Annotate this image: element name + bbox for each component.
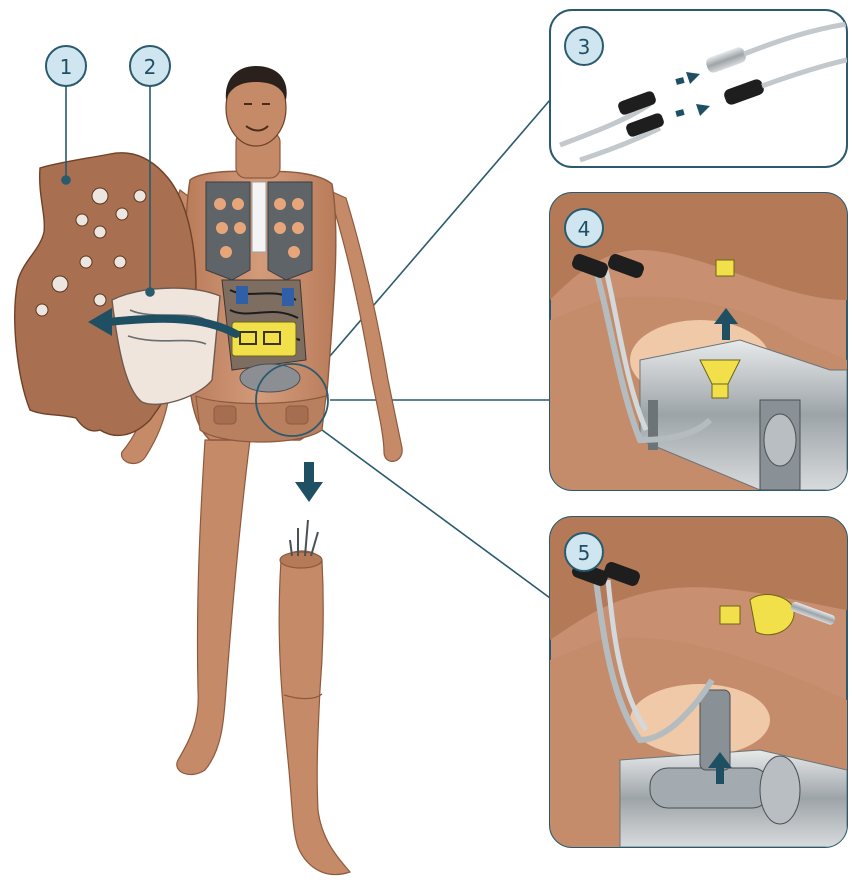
left-leg bbox=[177, 440, 250, 775]
callout-3-label: 3 bbox=[578, 35, 591, 59]
detail-panel-4: 4 bbox=[550, 193, 847, 490]
callout-3: 3 bbox=[565, 27, 603, 65]
callout-5: 5 bbox=[565, 533, 603, 571]
callout-1-label: 1 bbox=[60, 55, 73, 79]
callout-2: 2 bbox=[130, 46, 170, 86]
callout-4: 4 bbox=[565, 209, 603, 247]
callout-5-label: 5 bbox=[578, 541, 591, 565]
callout-4-label: 4 bbox=[578, 217, 591, 241]
detail-panel-3: 3 bbox=[550, 10, 847, 167]
detail-panel-5: 5 bbox=[550, 517, 847, 847]
callout-2-label: 2 bbox=[144, 55, 157, 79]
callout-1: 1 bbox=[46, 46, 86, 86]
leader-lines bbox=[318, 100, 550, 598]
right-arm bbox=[328, 190, 402, 461]
detached-right-leg bbox=[279, 520, 350, 874]
arrow-down-icon bbox=[295, 462, 323, 502]
